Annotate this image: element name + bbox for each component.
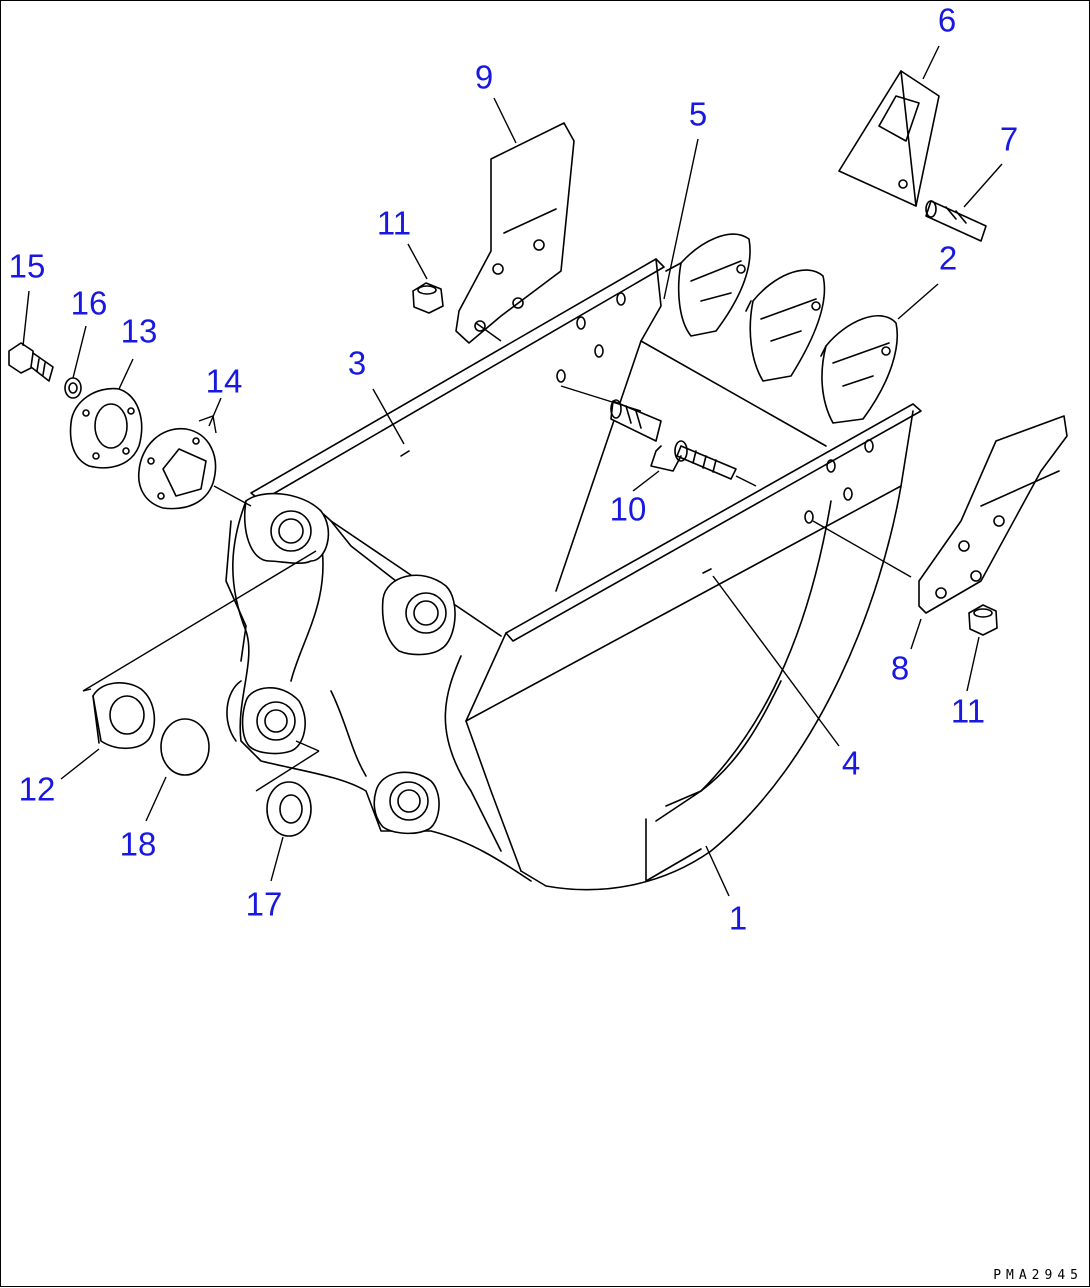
callout-12: 12 [18,770,56,808]
side-cutter-left [456,123,574,343]
nut-lower [969,605,997,635]
nut-upper [413,283,443,313]
plate-13 [71,389,142,468]
assembly-guide-lines [83,323,911,791]
drawing-code: PMA2945 [993,1268,1083,1283]
shim-17 [267,782,311,836]
callout-14: 14 [205,362,243,400]
callout-1: 1 [728,899,748,937]
callout-6: 6 [937,1,957,39]
callout-10: 10 [609,490,647,528]
bolt-15 [9,343,53,381]
callout-2: 2 [938,239,958,277]
callout-9: 9 [474,58,494,96]
callout-4: 4 [841,744,861,782]
bucket-body [226,259,921,890]
callout-17: 17 [245,885,283,923]
callout-5: 5 [688,95,708,133]
bushing-12 [93,683,154,748]
callout-18: 18 [119,825,157,863]
bolts [611,400,736,479]
callout-11-lower: 11 [950,692,986,730]
callout-15: 15 [8,247,46,285]
leader-lines [23,46,1002,896]
callout-7: 7 [999,120,1019,158]
callout-16: 16 [70,284,108,322]
tooth-pin [926,201,986,241]
washer-16 [65,378,81,398]
o-ring-18 [161,719,209,775]
callout-8: 8 [890,649,910,687]
callout-11-upper: 11 [376,204,412,242]
tooth-point [839,71,939,206]
bucket-teeth [666,234,897,423]
shim-14 [139,429,216,509]
side-cutter-right [919,416,1067,613]
callout-13: 13 [120,312,158,350]
callout-3: 3 [347,344,367,382]
